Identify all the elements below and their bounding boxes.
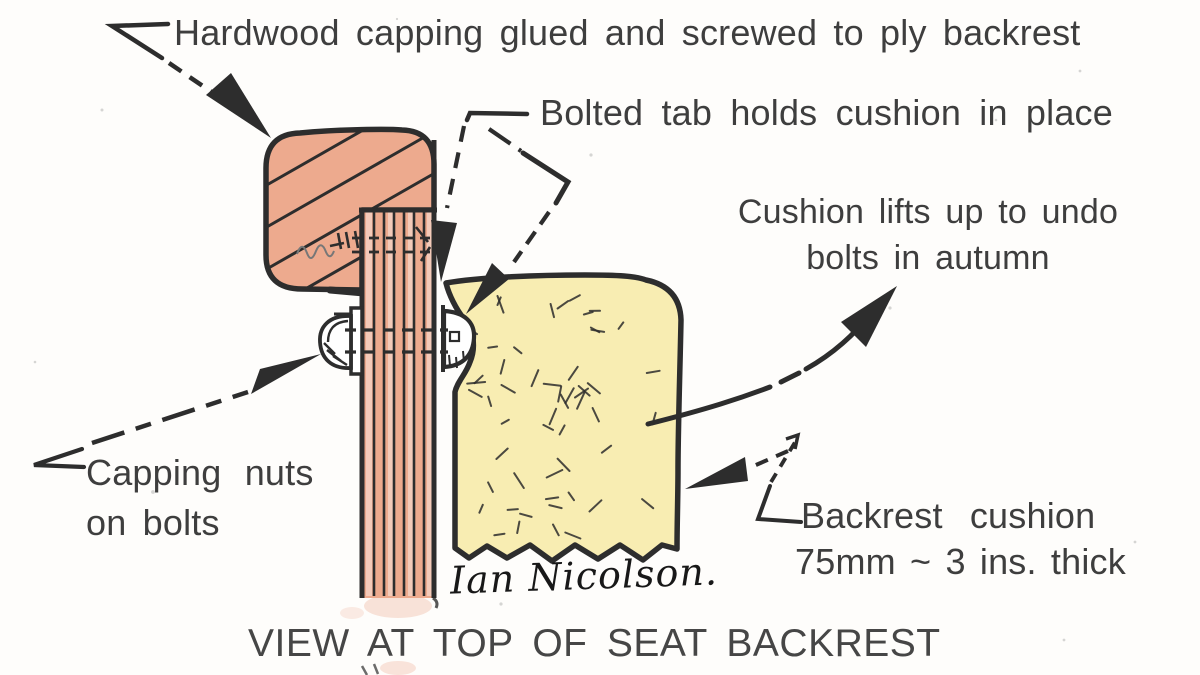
label-backrest-cushion-line1: Backrest cushion (801, 495, 1096, 536)
arrowhead (685, 457, 748, 489)
screw-hidden-lines (296, 226, 432, 262)
arrow-cushion-lifts (645, 286, 897, 427)
artist-signature: Ian Nicolson. (449, 549, 719, 603)
bolt-hidden-lines (345, 328, 448, 354)
capping-nut-shape (318, 306, 364, 376)
bolt-head (448, 330, 461, 343)
arrowhead (251, 354, 321, 394)
arrowhead (466, 263, 509, 314)
label-cushion-lifts: Cushion lifts up to undo bolts in autumn (723, 189, 1133, 281)
label-capping-nuts: Capping nuts on bolts (86, 448, 314, 548)
ply-highlight-streaks (366, 212, 432, 596)
label-cushion-lifts-line1: Cushion lifts up to undo (737, 193, 1119, 231)
leader-bolted-tab (431, 110, 572, 314)
label-backrest-cushion-line2: 75mm ~ 3 ins. thick (795, 541, 1126, 582)
backrest-cushion-shape (443, 272, 684, 564)
label-capping-nuts-line2: on bolts (86, 502, 220, 543)
ply-lamination-lines (372, 212, 426, 596)
leader-hardwood-capping (104, 21, 271, 138)
arrowhead (431, 220, 457, 282)
leader-backrest-cushion (685, 432, 803, 524)
label-capping-nuts-line1: Capping nuts (86, 452, 314, 493)
drawing-title: VIEW AT TOP OF SEAT BACKREST (248, 622, 941, 665)
pencil-smudges (340, 594, 439, 675)
pencil-scribble (296, 244, 335, 259)
label-bolted-tab: Bolted tab holds cushion in place (540, 92, 1113, 133)
arrowhead (841, 286, 897, 347)
small-arrowhead (785, 432, 801, 450)
bolted-tab-shape (441, 305, 477, 372)
label-hardwood-capping: Hardwood capping glued and screwed to pl… (174, 12, 1081, 53)
leader-capping-nuts (33, 354, 321, 470)
arrowhead (206, 73, 271, 138)
ply-backrest-shape (359, 140, 437, 598)
label-cushion-lifts-line2: bolts in autumn (806, 239, 1050, 277)
